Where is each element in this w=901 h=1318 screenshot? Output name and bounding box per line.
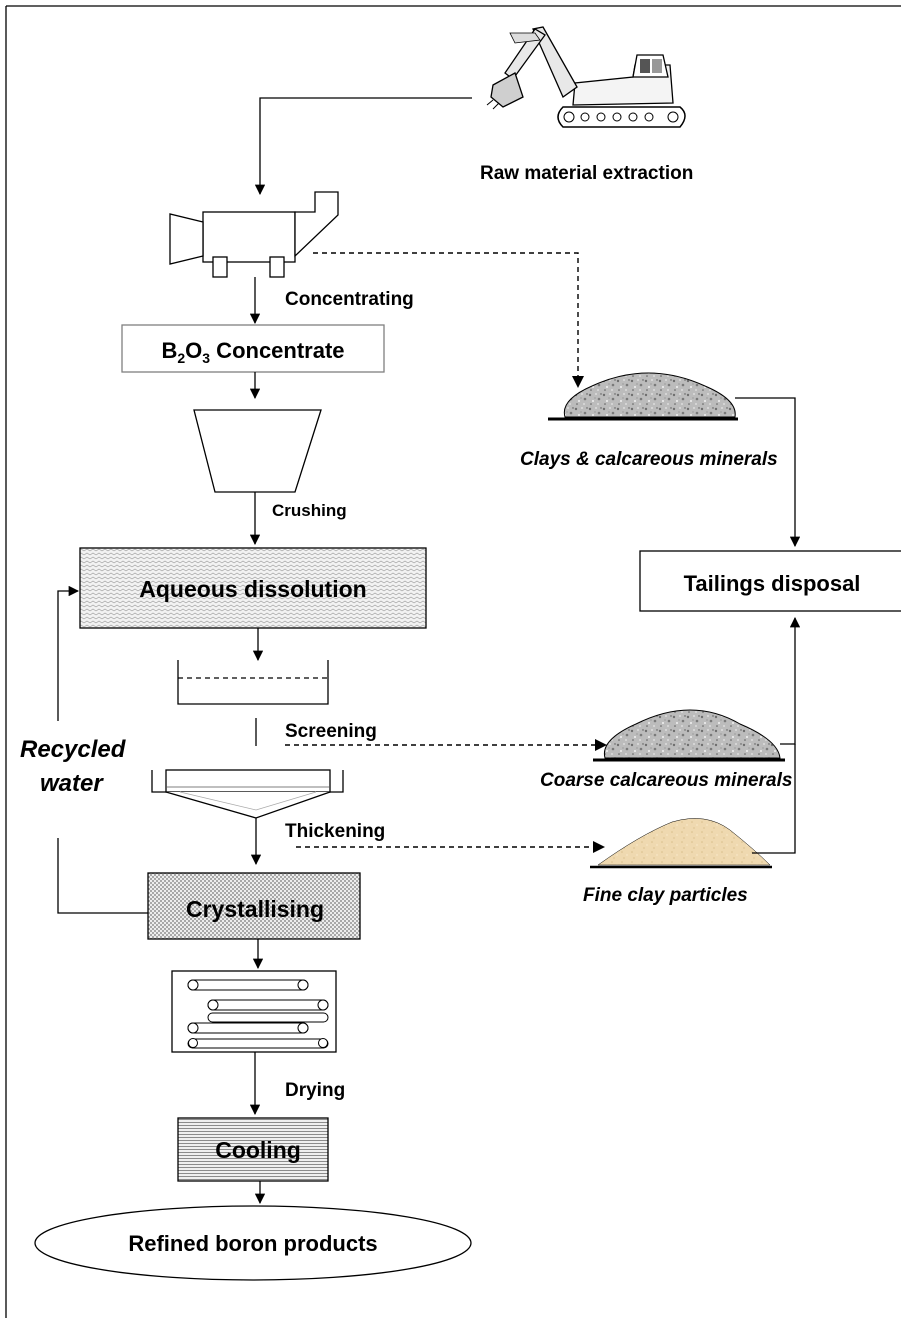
coarse-to-tailings-arrow xyxy=(780,616,801,745)
crusher-hopper-icon xyxy=(193,409,322,493)
clays-calcareous-label: Clays & calcareous minerals xyxy=(520,449,778,470)
extraction-to-concentrator-arrow xyxy=(254,97,472,196)
tailings-disposal-box xyxy=(639,550,901,612)
recycled-water-line-lower xyxy=(57,838,148,914)
concentrating-label: Concentrating xyxy=(285,289,414,310)
coarse-pile-icon xyxy=(593,709,785,762)
raw-material-extraction-label: Raw material extraction xyxy=(480,163,693,184)
crystallising-label: Crystallising xyxy=(186,896,324,922)
coarse-calcareous-label: Coarse calcareous minerals xyxy=(540,770,792,791)
cooling-box xyxy=(177,1117,329,1182)
excavator-icon xyxy=(486,26,686,128)
recycled-water-label-line2: water xyxy=(40,770,104,797)
thickener-icon xyxy=(151,769,344,819)
b2o3-concentrate-box xyxy=(121,324,385,373)
aqueous-dissolution-box xyxy=(79,547,427,629)
recycled-water-line-upper xyxy=(57,585,80,721)
crystallising-box xyxy=(147,872,361,940)
fine-clay-label: Fine clay particles xyxy=(583,885,748,906)
concentrator-to-clays-dashed-arrow xyxy=(313,252,579,383)
refined-boron-products-ellipse xyxy=(34,1205,472,1281)
fine-clay-pile-icon xyxy=(590,818,772,869)
tailings-disposal-label: Tailings disposal xyxy=(684,571,861,596)
cooling-label: Cooling xyxy=(215,1137,301,1163)
screening-label: Screening xyxy=(285,721,377,742)
concentrator-machine-icon xyxy=(169,191,339,278)
drying-label: Drying xyxy=(285,1080,345,1101)
thickening-label: Thickening xyxy=(285,821,385,842)
crushing-label: Crushing xyxy=(272,501,347,520)
clays-to-tailings-arrow xyxy=(735,397,801,548)
b2o3-concentrate-label: B2O3 Concentrate xyxy=(161,338,344,366)
screen-tank-icon xyxy=(177,660,329,705)
refined-boron-products-label: Refined boron products xyxy=(128,1231,377,1256)
conveyor-dryer-icon xyxy=(171,970,337,1053)
fine-clay-to-tailings-line xyxy=(752,744,796,854)
recycled-water-label-line1: Recycled xyxy=(20,736,127,763)
clays-pile-icon xyxy=(548,372,738,421)
aqueous-dissolution-label: Aqueous dissolution xyxy=(139,576,366,602)
